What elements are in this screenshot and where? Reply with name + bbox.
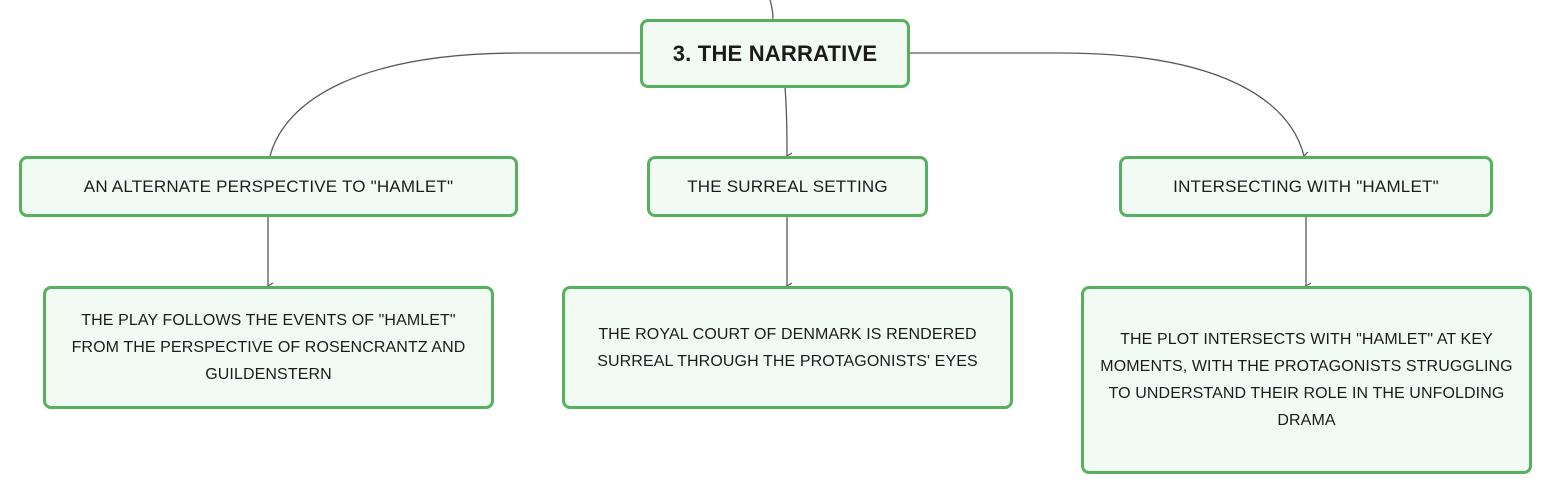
root-node[interactable]: 3. THE NARRATIVE	[640, 19, 910, 88]
branch-node-surreal-setting[interactable]: THE SURREAL SETTING	[647, 156, 928, 217]
leaf-node-intersecting-hamlet[interactable]: THE PLOT INTERSECTS WITH "HAMLET" AT KEY…	[1081, 286, 1532, 474]
leaf-node-text: THE PLOT INTERSECTS WITH "HAMLET" AT KEY…	[1100, 331, 1513, 429]
branch-node-label: INTERSECTING WITH "HAMLET"	[1173, 176, 1439, 196]
root-node-label: 3. THE NARRATIVE	[672, 40, 878, 66]
branch-node-label: THE SURREAL SETTING	[687, 176, 888, 196]
connector-root-to-branch-1	[269, 52, 640, 157]
connector-root-to-branch-2	[784, 87, 793, 160]
connector-root-to-branch-3	[910, 52, 1310, 159]
branch-node-label: AN ALTERNATE PERSPECTIVE TO "HAMLET"	[83, 176, 454, 196]
leaf-node-alternate-perspective[interactable]: THE PLAY FOLLOWS THE EVENTS OF "HAMLET" …	[43, 286, 494, 409]
incoming-connector	[769, 0, 774, 20]
branch-node-intersecting-hamlet[interactable]: INTERSECTING WITH "HAMLET"	[1119, 156, 1493, 217]
leaf-node-text: THE ROYAL COURT OF DENMARK IS RENDERED S…	[597, 325, 978, 370]
branch-node-alternate-perspective[interactable]: AN ALTERNATE PERSPECTIVE TO "HAMLET"	[19, 156, 518, 217]
leaf-node-text: THE PLAY FOLLOWS THE EVENTS OF "HAMLET" …	[71, 312, 466, 383]
leaf-node-surreal-setting[interactable]: THE ROYAL COURT OF DENMARK IS RENDERED S…	[562, 286, 1013, 409]
